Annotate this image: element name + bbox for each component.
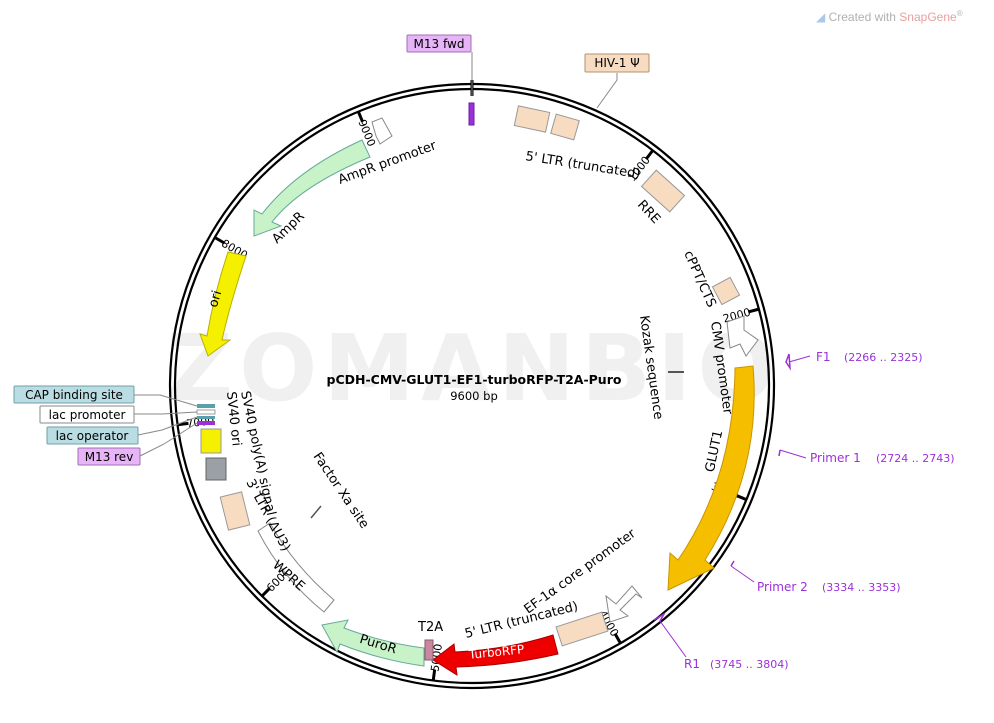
primer-2[interactable]: Primer 2 (3334 .. 3353) bbox=[730, 560, 901, 594]
feature-amprprom-arrow[interactable] bbox=[371, 117, 393, 145]
feature-m13rev-mark[interactable] bbox=[197, 421, 215, 425]
lacprom-leader-line bbox=[134, 411, 198, 415]
feature-ltr5-box-1[interactable] bbox=[513, 105, 551, 133]
snapgene-logo-icon: ◢ bbox=[816, 10, 826, 24]
outside-label-lacop[interactable]: lac operator bbox=[46, 426, 139, 445]
feature-label-factorxa: Factor Xa site bbox=[310, 450, 372, 532]
m13rev-leader-line bbox=[139, 422, 198, 457]
tick-mark bbox=[747, 307, 760, 314]
outside-label-lacprom[interactable]: lac promoter bbox=[39, 405, 135, 424]
feature-factorxa-mark[interactable] bbox=[310, 505, 322, 519]
plasmid-name: pCDH-CMV-GLUT1-EF1-turboRFP-T2A-Puro bbox=[327, 372, 622, 387]
hiv1psi-leader-line bbox=[596, 73, 618, 109]
feature-ltr5-box-2[interactable] bbox=[550, 113, 580, 141]
feature-lacop-mark[interactable] bbox=[197, 416, 215, 419]
primer-f1-range: (2266 .. 2325) bbox=[844, 351, 923, 364]
feature-turborfp-arrow[interactable] bbox=[432, 634, 559, 676]
feature-label-cppt: cPPT/CTS bbox=[680, 249, 718, 310]
feature-cppt-box[interactable] bbox=[711, 276, 741, 306]
tick-mark bbox=[177, 421, 189, 427]
branding-mark: ® bbox=[956, 9, 963, 18]
tick-mark bbox=[431, 669, 437, 681]
primer-r1-range: (3745 .. 3804) bbox=[710, 658, 789, 671]
feature-label-ltr5: 5' LTR (truncated) bbox=[524, 149, 641, 182]
primer-2-name: Primer 2 bbox=[757, 580, 808, 594]
tick-mark bbox=[613, 632, 622, 644]
outside-label-m13fwd[interactable]: M13 fwd bbox=[406, 34, 472, 53]
branding-product: SnapGene bbox=[899, 10, 957, 24]
feature-label-turborfp: TurboRFP bbox=[467, 642, 525, 662]
primer-f1-name: F1 bbox=[816, 350, 831, 364]
feature-puror-arrow[interactable] bbox=[321, 619, 425, 667]
feature-ltr3-box[interactable] bbox=[219, 491, 251, 531]
plasmid-size: 9600 bp bbox=[450, 389, 498, 403]
feature-cmv-arrow[interactable] bbox=[726, 315, 759, 357]
branding-prefix: Created with bbox=[828, 10, 896, 24]
tick-mark bbox=[644, 149, 654, 161]
outside-label-hiv1psi[interactable]: HIV-1 Ψ bbox=[584, 53, 650, 73]
outside-label-cap[interactable]: CAP binding site bbox=[13, 385, 135, 404]
outside-label-lacop-text: lac operator bbox=[56, 429, 129, 443]
feature-t2a-box[interactable] bbox=[424, 639, 434, 661]
feature-glut1-arrow[interactable] bbox=[667, 365, 755, 591]
feature-cap-mark[interactable] bbox=[197, 404, 215, 408]
primer-1[interactable]: Primer 1 (2724 .. 2743) bbox=[778, 449, 955, 465]
outside-label-cap-text: CAP binding site bbox=[25, 388, 123, 402]
feature-label-t2a: T2A bbox=[417, 620, 443, 635]
feature-ef1a-arrow[interactable] bbox=[605, 585, 643, 623]
outside-label-m13rev-text: M13 rev bbox=[85, 450, 134, 464]
primer-2-range: (3334 .. 3353) bbox=[822, 581, 901, 594]
outside-label-hiv1psi-text: HIV-1 Ψ bbox=[594, 56, 639, 70]
tick-mark bbox=[260, 587, 271, 598]
feature-ori-arrow[interactable] bbox=[199, 251, 247, 357]
feature-wpre-block[interactable] bbox=[257, 522, 335, 613]
primer-1-name: Primer 1 bbox=[810, 451, 861, 465]
tick-mark bbox=[356, 111, 364, 123]
primer-f1[interactable]: F1 (2266 .. 2325) bbox=[785, 350, 923, 371]
primer-r1[interactable]: R1 (3745 .. 3804) bbox=[653, 611, 789, 671]
snapgene-branding: ◢ Created with SnapGene® bbox=[816, 9, 963, 24]
feature-lacprom-mark[interactable] bbox=[196, 409, 216, 415]
feature-sv40ori-box[interactable] bbox=[200, 428, 222, 454]
primer-r1-name: R1 bbox=[684, 657, 700, 671]
feature-ltr5b-box[interactable] bbox=[555, 611, 609, 647]
feature-sv40pa-box[interactable] bbox=[205, 457, 227, 481]
feature-label-ori: ori bbox=[206, 289, 225, 309]
tick-mark bbox=[735, 494, 747, 502]
feature-m13fwd-mark[interactable] bbox=[468, 102, 475, 126]
feature-rre-box[interactable] bbox=[640, 169, 686, 213]
feature-ampr-arrow[interactable] bbox=[253, 139, 371, 237]
lacop-leader-line bbox=[137, 416, 198, 436]
primer-1-range: (2724 .. 2743) bbox=[876, 452, 955, 465]
outside-label-m13fwd-text: M13 fwd bbox=[414, 37, 465, 51]
tick-mark bbox=[214, 236, 226, 245]
feature-label-sv40ori: SV40 ori bbox=[223, 391, 244, 447]
cap-leader-line bbox=[134, 394, 198, 407]
watermark: ZOMANBIO bbox=[166, 315, 781, 422]
outside-label-m13rev[interactable]: M13 rev bbox=[77, 447, 141, 466]
outside-label-lacprom-text: lac promoter bbox=[49, 408, 126, 422]
